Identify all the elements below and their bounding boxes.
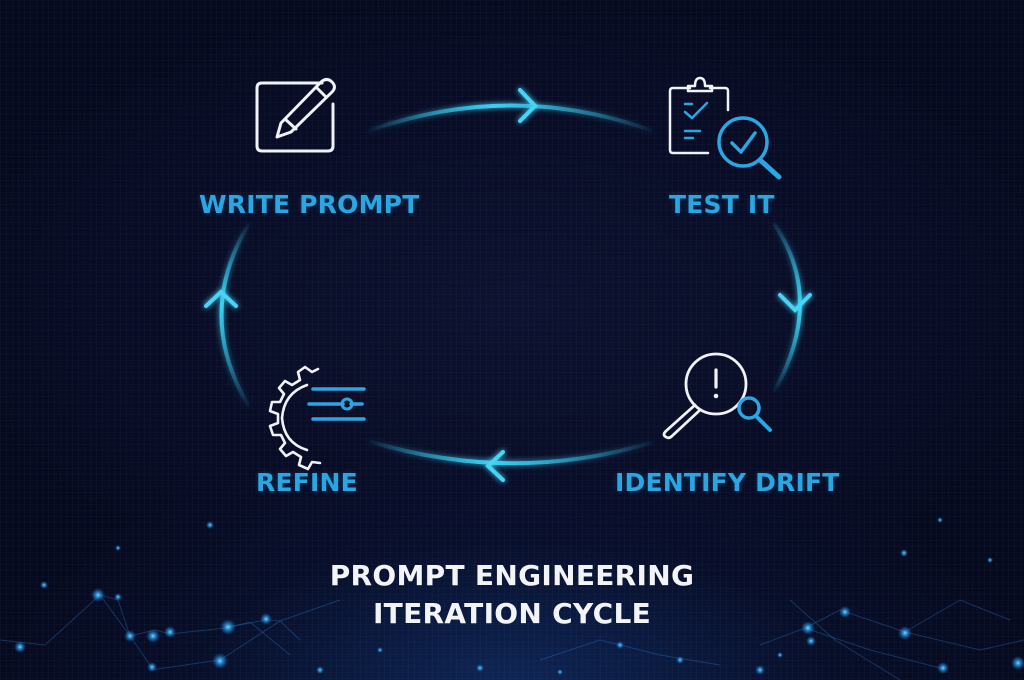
arc-identify-to-refine <box>363 438 652 466</box>
arrow-up-icon <box>204 289 238 308</box>
arc-write-to-test <box>363 103 652 134</box>
step-label-refine: REFINE <box>256 468 358 497</box>
arrow-down-icon <box>778 293 812 313</box>
magnifier-exclamation-icon <box>662 352 772 440</box>
arc-refine-to-write <box>219 223 250 407</box>
arrow-left-icon <box>485 450 505 482</box>
clipboard-magnifier-check-icon <box>668 76 782 180</box>
gear-sliders-icon <box>268 365 366 471</box>
step-label-write-prompt: WRITE PROMPT <box>199 190 420 219</box>
diagram-title-line1: PROMPT ENGINEERING <box>329 559 695 592</box>
arrow-right-icon <box>518 88 538 123</box>
diagram-title-line2: ITERATION CYCLE <box>372 597 652 630</box>
pencil-square-icon <box>255 78 336 153</box>
step-label-test-it: TEST IT <box>669 190 775 219</box>
step-label-identify-drift: IDENTIFY DRIFT <box>615 468 840 497</box>
network-nodes <box>14 517 1024 675</box>
